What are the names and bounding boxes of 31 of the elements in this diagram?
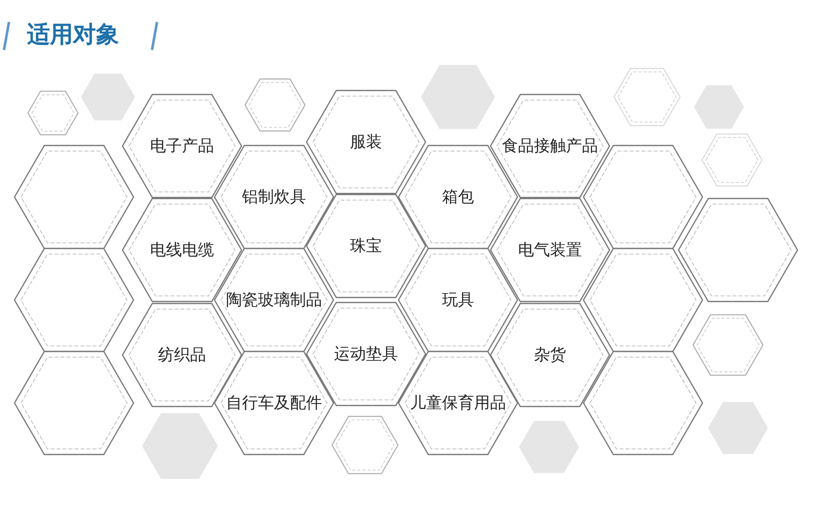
hexagon-tile (122, 94, 242, 198)
category-label: 珠宝 (350, 236, 382, 256)
category-label: 玩具 (442, 290, 474, 310)
category-label: 纺织品 (158, 344, 206, 366)
hexagon-tile (14, 248, 134, 352)
hexagon-tile (14, 145, 134, 249)
hexagon-tile (398, 248, 518, 352)
hexagon-tile (306, 90, 426, 194)
category-label: 电线电缆 (150, 240, 214, 260)
category-label: 电子产品 (150, 136, 214, 156)
category-label: 食品接触产品 (502, 136, 598, 156)
category-label: 铝制炊具 (242, 186, 306, 208)
hexagon-tile (398, 351, 518, 455)
title: 适用对象 (27, 21, 119, 50)
category-label: 儿童保育用品 (410, 392, 506, 414)
hexagon-tile (678, 198, 798, 302)
category-label: 运动垫具 (334, 344, 398, 364)
hexagon-tile (214, 248, 334, 352)
hexagon-tile (214, 351, 334, 455)
category-label: 陶瓷玻璃制品 (226, 290, 322, 310)
category-label: 杂货 (534, 344, 566, 366)
hexagon-tile (583, 248, 703, 352)
category-label: 电气装置 (518, 240, 582, 260)
hexagon-tile (490, 198, 610, 302)
hexagon-tile (14, 351, 134, 455)
hexagon-tile (214, 145, 334, 249)
category-label: 箱包 (442, 186, 474, 208)
hexagon-tile (583, 351, 703, 455)
hexagon-tile (490, 94, 610, 198)
category-label: 自行车及配件 (226, 392, 322, 414)
category-label: 服装 (350, 132, 382, 152)
